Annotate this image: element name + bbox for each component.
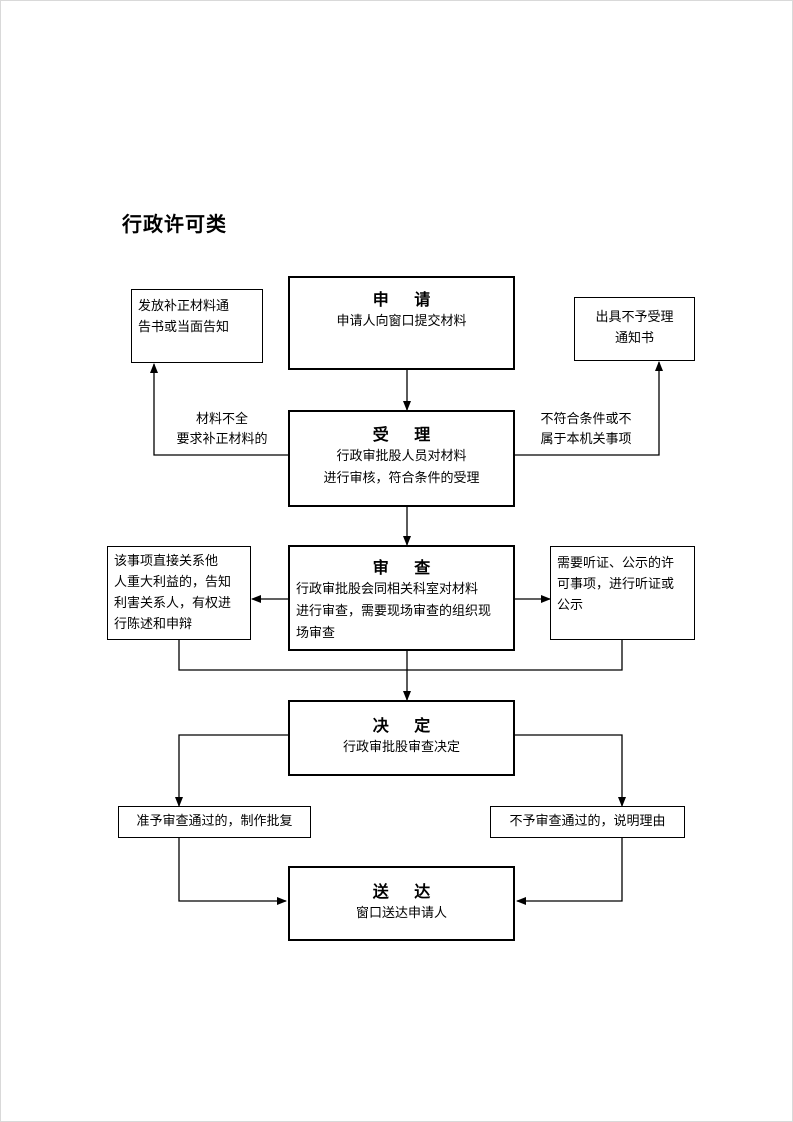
page-title: 行政许可类 <box>122 212 227 236</box>
hearing-box: 需要听证、公示的许 可事项，进行听证或 公示 <box>550 546 695 640</box>
approve-box: 准予审查通过的，制作批复 <box>118 806 311 838</box>
deny-text: 不予审查通过的，说明理由 <box>509 814 666 829</box>
decide-box: 决 定 行政审批股审查决定 <box>288 700 515 776</box>
edge-label-incomplete: 材料不全 要求补正材料的 <box>176 412 268 447</box>
accept-box: 受 理 行政审批股人员对材料 进行审核，符合条件的受理 <box>288 410 515 507</box>
merge-line <box>178 640 623 671</box>
arrow-deny-to-deliver <box>516 838 623 905</box>
reject-notice-text: 出具不予受理 通知书 <box>595 310 674 346</box>
review-text: 行政审批股会同相关科室对材料 进行审查，需要现场审查的组织现 场审查 <box>296 582 492 641</box>
arrow-accept-to-reject <box>515 361 663 456</box>
decide-heading: 决 定 <box>372 716 441 735</box>
apply-text: 申请人向窗口提交材料 <box>336 314 467 329</box>
deliver-box: 送 达 窗口送达申请人 <box>288 866 515 941</box>
decide-text: 行政审批股审查决定 <box>342 740 460 755</box>
review-heading: 审 查 <box>372 558 441 577</box>
edge-label-not-eligible: 不符合条件或不 属于本机关事项 <box>540 412 632 447</box>
stakeholder-box: 该事项直接关系他 人重大利益的，告知 利害关系人，有权进 行陈述和申辩 <box>107 546 251 640</box>
arrow-decide-to-approve <box>175 734 288 807</box>
review-box: 审 查 行政审批股会同相关科室对材料 进行审查，需要现场审查的组织现 场审查 <box>288 545 515 651</box>
apply-heading: 申 请 <box>372 290 441 309</box>
approve-text: 准予审查通过的，制作批复 <box>136 814 293 829</box>
hearing-text: 需要听证、公示的许 可事项，进行听证或 公示 <box>557 556 675 613</box>
arrow-decide-to-deny <box>515 734 626 807</box>
deliver-text: 窗口送达申请人 <box>355 906 447 921</box>
accept-heading: 受 理 <box>372 425 441 444</box>
arrow-accept-to-supplement <box>150 363 288 456</box>
supplement-notice-text: 发放补正材料通 告书或当面告知 <box>138 299 230 335</box>
supplement-notice-box: 发放补正材料通 告书或当面告知 <box>131 289 263 363</box>
reject-notice-box: 出具不予受理 通知书 <box>574 297 695 361</box>
stakeholder-text: 该事项直接关系他 人重大利益的，告知 利害关系人，有权进 行陈述和申辩 <box>114 554 232 632</box>
deny-box: 不予审查通过的，说明理由 <box>490 806 685 838</box>
arrow-approve-to-deliver <box>178 838 287 905</box>
apply-box: 申 请 申请人向窗口提交材料 <box>288 276 515 370</box>
deliver-heading: 送 达 <box>372 882 441 901</box>
accept-text: 行政审批股人员对材料 进行审核，符合条件的受理 <box>323 449 480 486</box>
